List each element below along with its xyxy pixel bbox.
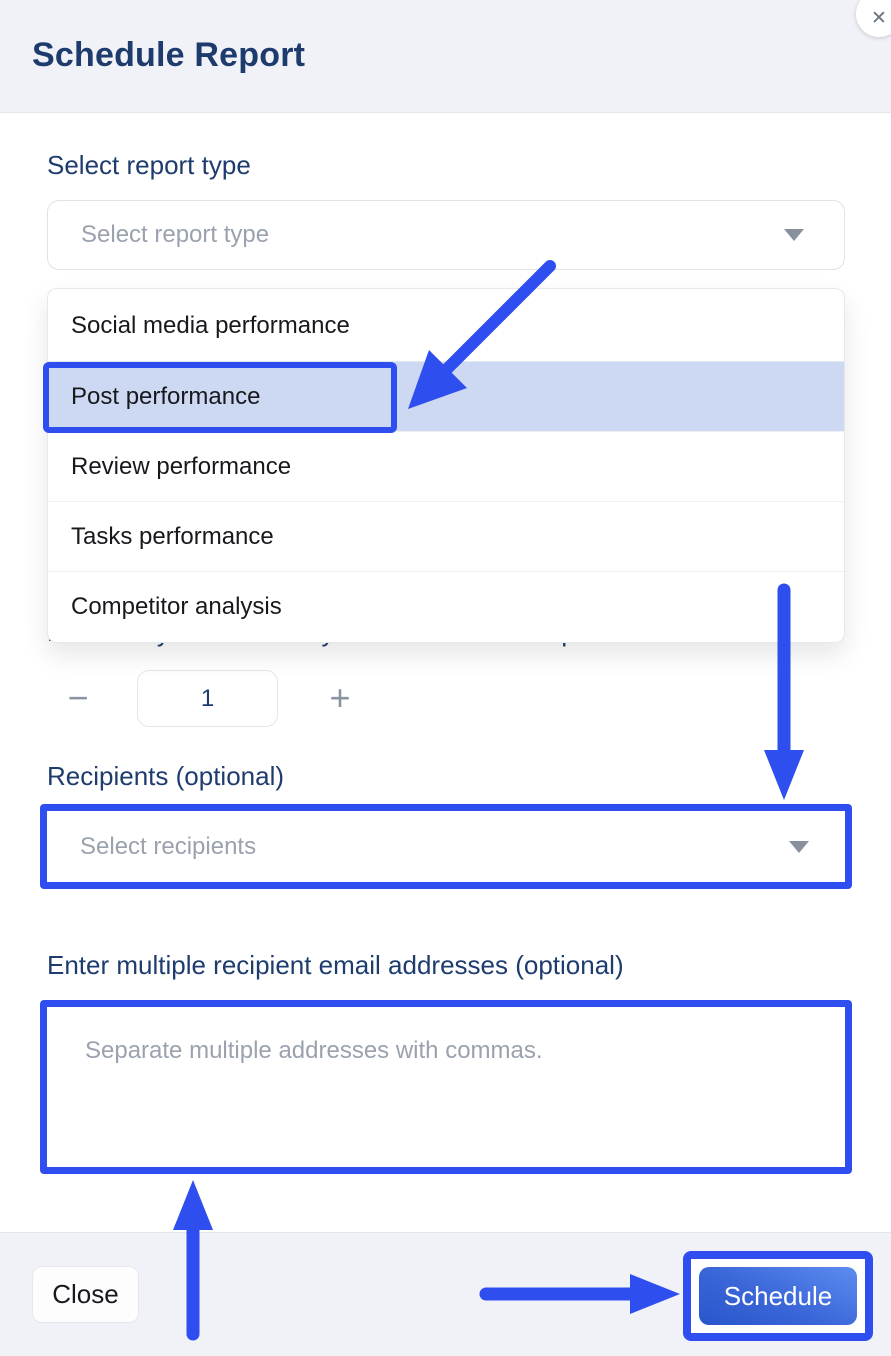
annotation-box-schedule: Schedule <box>683 1251 873 1341</box>
chevron-down-icon <box>789 840 809 853</box>
report-type-select[interactable]: Select report type <box>47 200 845 270</box>
emails-textarea-annotation <box>40 1000 852 1174</box>
recipients-placeholder: Select recipients <box>80 832 257 860</box>
report-type-label: Select report type <box>47 150 251 180</box>
emails-label: Enter multiple recipient email addresses… <box>47 950 624 980</box>
report-type-placeholder: Select report type <box>81 221 270 248</box>
decrement-button[interactable]: − <box>58 677 98 718</box>
increment-button[interactable]: + <box>320 677 360 718</box>
modal-title: Schedule Report <box>32 36 306 74</box>
chevron-down-icon <box>784 229 804 241</box>
dropdown-option-post-performance[interactable]: Post performance <box>48 361 844 431</box>
dropdown-option-social-media-performance[interactable]: Social media performance <box>71 312 350 339</box>
run-count-input[interactable] <box>137 670 278 727</box>
plus-icon: + <box>329 677 351 718</box>
dropdown-option-review-performance[interactable]: Review performance <box>48 431 844 501</box>
recipients-select[interactable]: Select recipients <box>40 804 852 889</box>
minus-icon: − <box>67 677 89 718</box>
dropdown-option-tasks-performance[interactable]: Tasks performance <box>48 501 844 571</box>
report-type-dropdown: Social media performance Post performanc… <box>47 288 845 643</box>
close-icon: ✕ <box>871 7 887 29</box>
close-button[interactable]: Close <box>32 1266 139 1323</box>
schedule-button[interactable]: Schedule <box>699 1267 857 1325</box>
dropdown-option-competitor-analysis[interactable]: Competitor analysis <box>48 571 844 641</box>
modal-header: Schedule Report <box>0 0 891 113</box>
recipients-label: Recipients (optional) <box>47 761 285 791</box>
emails-textarea[interactable] <box>47 1007 845 1167</box>
